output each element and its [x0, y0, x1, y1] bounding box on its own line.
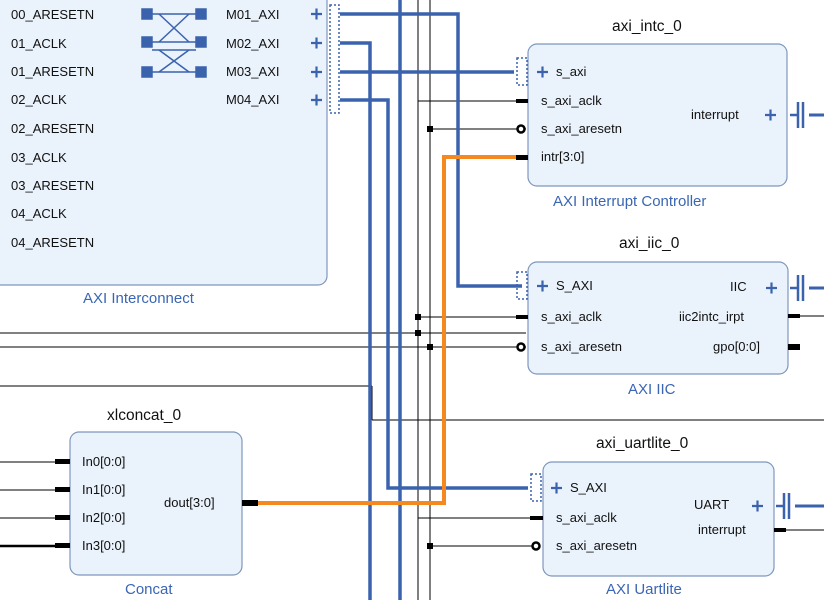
interconnect-port-label: 04_ACLK — [11, 206, 67, 221]
plus-icon — [765, 109, 776, 121]
interconnect-master-label: M03_AXI — [226, 64, 280, 79]
crossbar-icon — [141, 49, 207, 78]
concat-caption: Concat — [125, 581, 173, 598]
crossbar-icons — [141, 8, 207, 78]
iic-port-aresetn: s_axi_aresetn — [541, 339, 622, 354]
reset-bubble-icons — [516, 124, 541, 551]
concat-port-in0: In0[0:0] — [82, 454, 126, 469]
interconnect-port-label: 02_ACLK — [11, 92, 67, 107]
interface-dotted-boxes — [329, 4, 542, 502]
uart-port-aresetn: s_axi_aresetn — [556, 538, 637, 553]
plus-icon — [537, 280, 548, 292]
crossbar-icon — [141, 8, 207, 48]
plus-icon — [311, 8, 322, 20]
plus-icons[interactable] — [311, 8, 777, 512]
intc-port-interrupt: interrupt — [691, 107, 739, 122]
iic-port-aclk: s_axi_aclk — [541, 309, 602, 324]
junction-dots — [415, 126, 433, 549]
axi-buses — [340, 0, 528, 600]
intc-port-s-axi: s_axi — [556, 64, 587, 79]
plus-icon — [311, 37, 322, 49]
intc-instance-name: axi_intc_0 — [612, 18, 682, 35]
pin-stubs — [55, 99, 800, 548]
uart-caption: AXI Uartlite — [606, 581, 682, 598]
intr-net-highlight[interactable] — [258, 155, 526, 505]
concat-port-in2: In2[0:0] — [82, 510, 126, 525]
uart-port-interrupt: interrupt — [698, 522, 746, 537]
iic-instance-name: axi_iic_0 — [619, 235, 680, 252]
plus-icon — [752, 500, 763, 512]
interface-bars-icons — [776, 102, 824, 519]
interconnect-port-label: 01_ACLK — [11, 36, 67, 51]
iic-port-gpo: gpo[0:0] — [713, 339, 760, 354]
intc-port-intr: intr[3:0] — [541, 149, 585, 164]
iic-caption: AXI IIC — [628, 381, 676, 398]
axi-intc-block[interactable] — [527, 43, 788, 187]
bubble-icon — [516, 342, 526, 352]
uart-port-s-axi: S_AXI — [570, 480, 607, 495]
interconnect-port-label: 03_ACLK — [11, 150, 67, 165]
concat-port-in3: In3[0:0] — [82, 538, 126, 553]
concat-instance-name: xlconcat_0 — [107, 407, 182, 424]
interconnect-caption: AXI Interconnect — [83, 290, 194, 307]
interconnect-port-label: 02_ARESETN — [11, 121, 95, 136]
interconnect-master-label: M04_AXI — [226, 92, 280, 107]
intc-caption: AXI Interrupt Controller — [553, 193, 707, 210]
bubble-icon — [531, 541, 541, 551]
plus-icon — [311, 94, 322, 106]
plus-icon — [766, 282, 777, 294]
concat-port-in1: In1[0:0] — [82, 482, 126, 497]
uart-instance-name: axi_uartlite_0 — [596, 435, 689, 452]
plus-icon — [311, 66, 322, 78]
plus-icon — [551, 482, 562, 494]
uart-port-aclk: s_axi_aclk — [556, 510, 617, 525]
interconnect-master-label: M01_AXI — [226, 7, 280, 22]
plus-icon — [537, 66, 548, 78]
uart-port-uart: UART — [694, 497, 730, 512]
interconnect-port-label: 04_ARESETN — [11, 235, 95, 250]
bubble-icon — [516, 124, 526, 134]
interconnect-port-label: 01_ARESETN — [11, 64, 95, 79]
axi-interconnect-block[interactable] — [0, 0, 328, 286]
concat-port-dout: dout[3:0] — [164, 495, 215, 510]
iic-port-irpt: iic2intc_irpt — [679, 309, 745, 324]
intc-port-aclk: s_axi_aclk — [541, 93, 602, 108]
interconnect-port-label: 03_ARESETN — [11, 178, 95, 193]
iic-port-iic: IIC — [730, 279, 747, 294]
interconnect-port-label: 00_ARESETN — [11, 7, 95, 22]
iic-port-s-axi: S_AXI — [556, 278, 593, 293]
intc-port-aresetn: s_axi_aresetn — [541, 121, 622, 136]
interconnect-master-label: M02_AXI — [226, 36, 280, 51]
